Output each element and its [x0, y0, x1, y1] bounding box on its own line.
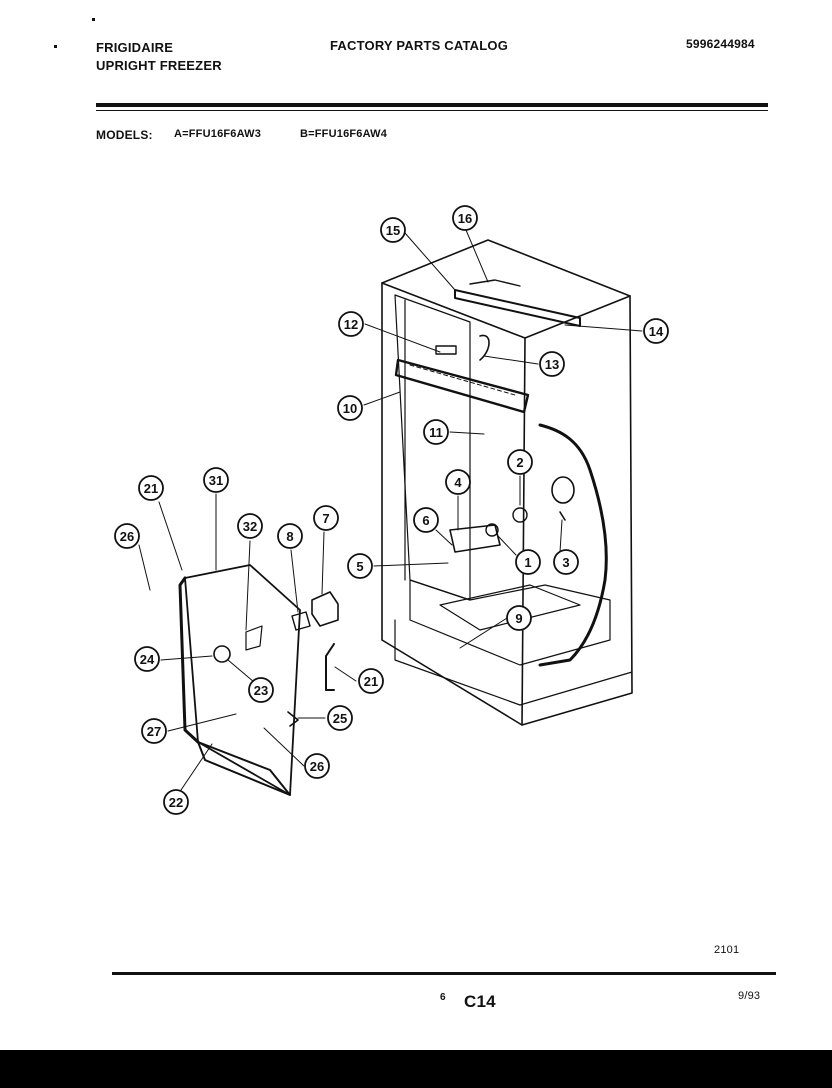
cabinet-top-edge: [381, 282, 631, 339]
callout-4: [445, 469, 471, 495]
callout-6: [413, 507, 439, 533]
models-label: MODELS:: [96, 128, 153, 142]
callout-label: 11: [429, 425, 443, 440]
callout-5: [347, 553, 373, 579]
section-code: C14: [464, 992, 496, 1011]
callout-label: 12: [344, 317, 358, 332]
grommet: [287, 711, 299, 727]
callout-label: 21: [144, 481, 158, 496]
catalog-title: FACTORY PARTS CATALOG: [330, 38, 509, 53]
header-rule-thin: [96, 110, 768, 111]
callout-9: [506, 605, 532, 631]
callout-label: 7: [322, 511, 329, 526]
drain-pan: [439, 584, 581, 631]
thermostat: [449, 524, 501, 553]
callout-label: 32: [243, 519, 257, 534]
callout-23: [248, 677, 274, 703]
callout-12: [338, 311, 364, 337]
model-a: A=FFU16F6AW3: [174, 128, 262, 140]
callout-31: [203, 467, 229, 493]
callout-label: 1: [524, 555, 531, 570]
callout-label: 24: [140, 652, 155, 667]
callout-label: 2: [516, 455, 523, 470]
callout-label: 5: [356, 559, 363, 574]
callout-2: [507, 449, 533, 475]
callout-14: [643, 318, 669, 344]
callout-label: 21: [364, 674, 378, 689]
drain-hole: [551, 476, 575, 504]
callout-label: 26: [120, 529, 134, 544]
callout-label: 22: [169, 795, 183, 810]
callout-25: [327, 705, 353, 731]
callout-label: 16: [458, 211, 472, 226]
relay: [311, 591, 339, 627]
callout-8: [277, 523, 303, 549]
callout-10: [337, 395, 363, 421]
page-number: 6: [440, 992, 446, 1003]
callout-32: [237, 513, 263, 539]
callout-label: 27: [147, 724, 161, 739]
callout-21a: [138, 475, 164, 501]
callout-label: 3: [562, 555, 569, 570]
back-panel: [184, 564, 301, 796]
panel-side-rail: [178, 576, 200, 744]
callout-label: 9: [515, 611, 522, 626]
light-socket: [435, 345, 457, 355]
callout-27: [141, 718, 167, 744]
callout-label: 23: [254, 683, 268, 698]
cabinet-inner-left: [394, 294, 471, 601]
callout-label: 4: [454, 475, 462, 490]
callout-11: [423, 419, 449, 445]
diagram-code: 2101: [714, 944, 740, 956]
callout-label: 15: [386, 223, 400, 238]
header-rule: [96, 103, 768, 107]
callout-24: [134, 646, 160, 672]
light-bracket: [394, 358, 530, 414]
callout-26a: [114, 523, 140, 549]
callout-3: [553, 549, 579, 575]
product-type: UPRIGHT FREEZER: [96, 58, 222, 73]
cabinet-front-edge: [521, 337, 526, 726]
top-bracket: [454, 289, 581, 327]
thermostat-knob: [512, 507, 528, 523]
cabinet-floor: [409, 579, 611, 666]
catalog-number: 5996244984: [686, 37, 755, 51]
callout-15: [380, 217, 406, 243]
callout-22: [163, 789, 189, 815]
callout-26b: [304, 753, 330, 779]
callout-label: 6: [422, 513, 429, 528]
brand-name: FRIGIDAIRE: [96, 40, 174, 55]
callout-1: [515, 549, 541, 575]
cabinet-outline: [381, 239, 633, 726]
callout-label: 31: [209, 473, 223, 488]
scan-mark: [54, 45, 57, 48]
print-date: 9/93: [738, 990, 761, 1002]
callout-label: 8: [286, 529, 293, 544]
model-b: B=FFU16F6AW4: [300, 128, 388, 140]
callout-label: 14: [649, 324, 664, 339]
callout-label: 25: [333, 711, 347, 726]
footer-rule: [112, 972, 776, 975]
scan-mark: [92, 18, 95, 21]
callout-13: [539, 351, 565, 377]
callout-label: 10: [343, 401, 357, 416]
clip: [325, 643, 335, 691]
wiring-harness: [538, 423, 608, 667]
overload: [291, 611, 311, 631]
callout-21b: [358, 668, 384, 694]
callout-label: 13: [545, 357, 559, 372]
mount-bracket: [245, 625, 263, 651]
callout-label: 26: [310, 759, 324, 774]
scan-border: [0, 1050, 832, 1088]
fan-motor: [213, 645, 231, 663]
panel-bottom-rail: [197, 741, 291, 796]
callout-16: [452, 205, 478, 231]
callout-7: [313, 505, 339, 531]
